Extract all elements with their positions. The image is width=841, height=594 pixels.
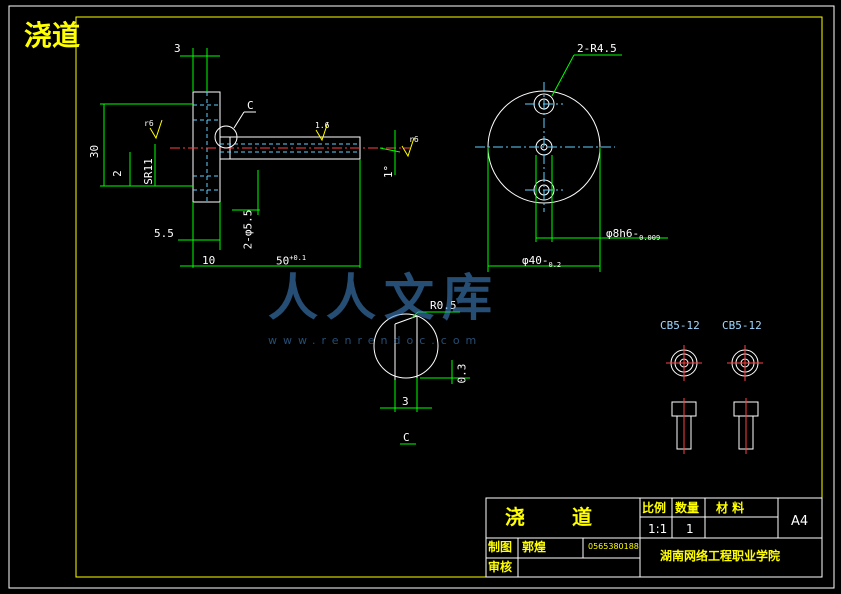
dim-phi40: φ40-0.2 [522, 254, 562, 270]
roughness-1-6: 1.6 [315, 121, 330, 130]
detail-c-dimensions [380, 311, 470, 445]
dim-5-5: 5.5 [154, 227, 174, 240]
roughness-r6-left: r6 [144, 119, 154, 128]
dim-3-bottom: 3 [402, 395, 409, 408]
dim-phi8h6: φ8h6-0.009 [606, 227, 661, 243]
outer-frame [8, 5, 835, 589]
material-header: 材 料 [716, 501, 745, 515]
drawn-by: 郭煌 [522, 540, 547, 554]
watermark-logo-text: 人人文库 [268, 268, 500, 327]
dim-2-r4-5: 2-R4.5 [577, 42, 617, 55]
dim-0-3: 0.3 [455, 363, 469, 384]
detail-c-label: C [403, 431, 410, 444]
sheet-size: A4 [791, 514, 809, 529]
dim-sr11: SR11 [141, 158, 155, 185]
watermark-url: www.renrendoc.com [268, 334, 483, 347]
dim-r0-5: R0.5 [430, 299, 457, 312]
scale-header: 比例 [642, 501, 667, 515]
dim-30: 30 [88, 144, 102, 159]
dim-2: 2 [110, 170, 124, 177]
bolt-label-right: CB5-12 [722, 319, 762, 332]
qty-value: 1 [686, 522, 694, 536]
dim-10: 10 [202, 254, 216, 267]
side-view-dimensions [100, 48, 401, 268]
bolt-drawings [666, 345, 763, 454]
end-view-dimensions [487, 54, 668, 272]
detail-c-callout: C [247, 99, 254, 112]
part-name: 浇 道 [505, 505, 612, 529]
qty-header: 数量 [675, 501, 700, 515]
roughness-r6-right: r6 [409, 135, 419, 144]
end-view [475, 82, 615, 212]
bolt-label-left: CB5-12 [660, 319, 700, 332]
review-label: 审核 [488, 560, 513, 574]
title-block-lines [485, 497, 823, 578]
scale-value: 1:1 [648, 522, 668, 536]
dim-1-degree: 1° [382, 164, 396, 179]
drawn-label: 制图 [488, 540, 513, 554]
drawing-title: 浇道 [24, 19, 81, 52]
inner-frame [75, 16, 823, 578]
dim-2-phi5-5: 2-φ5.5 [241, 209, 255, 250]
detail-c-view [373, 313, 439, 380]
school-name: 湖南网络工程职业学院 [660, 549, 781, 563]
drawing-number: 0565380188 [588, 542, 639, 551]
dim-50: 50+0.1 [276, 254, 307, 268]
dim-3-top: 3 [174, 42, 181, 55]
side-view [149, 91, 415, 203]
